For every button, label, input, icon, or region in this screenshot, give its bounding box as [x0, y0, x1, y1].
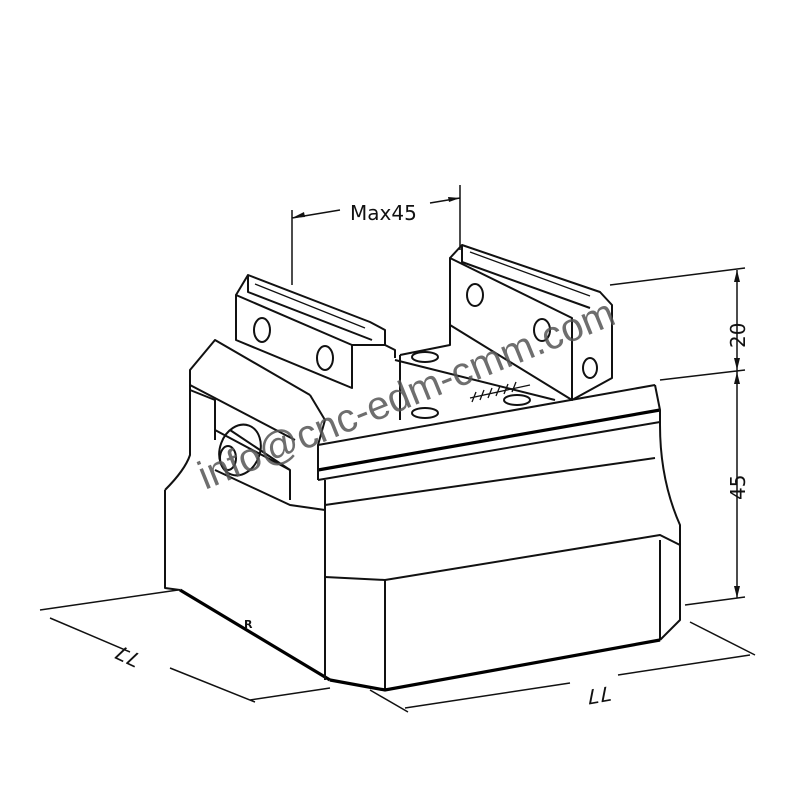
- jaw-height-label: 20: [726, 323, 750, 348]
- body-mark: R: [244, 618, 253, 631]
- center-slide: [394, 325, 556, 420]
- left-jaw: [235, 274, 396, 389]
- depth-label: 77: [111, 640, 144, 673]
- width-label: 77: [584, 681, 613, 709]
- jaw-opening-label: Max45: [350, 201, 417, 225]
- dimension-depth: 77: [39, 589, 331, 703]
- vise-body: R: [164, 339, 681, 692]
- dimension-width: 77: [369, 621, 756, 713]
- body-height-label: 45: [726, 475, 750, 500]
- dimension-jaw-opening: Max45: [291, 185, 461, 285]
- dimension-heights: 20 45: [609, 267, 750, 606]
